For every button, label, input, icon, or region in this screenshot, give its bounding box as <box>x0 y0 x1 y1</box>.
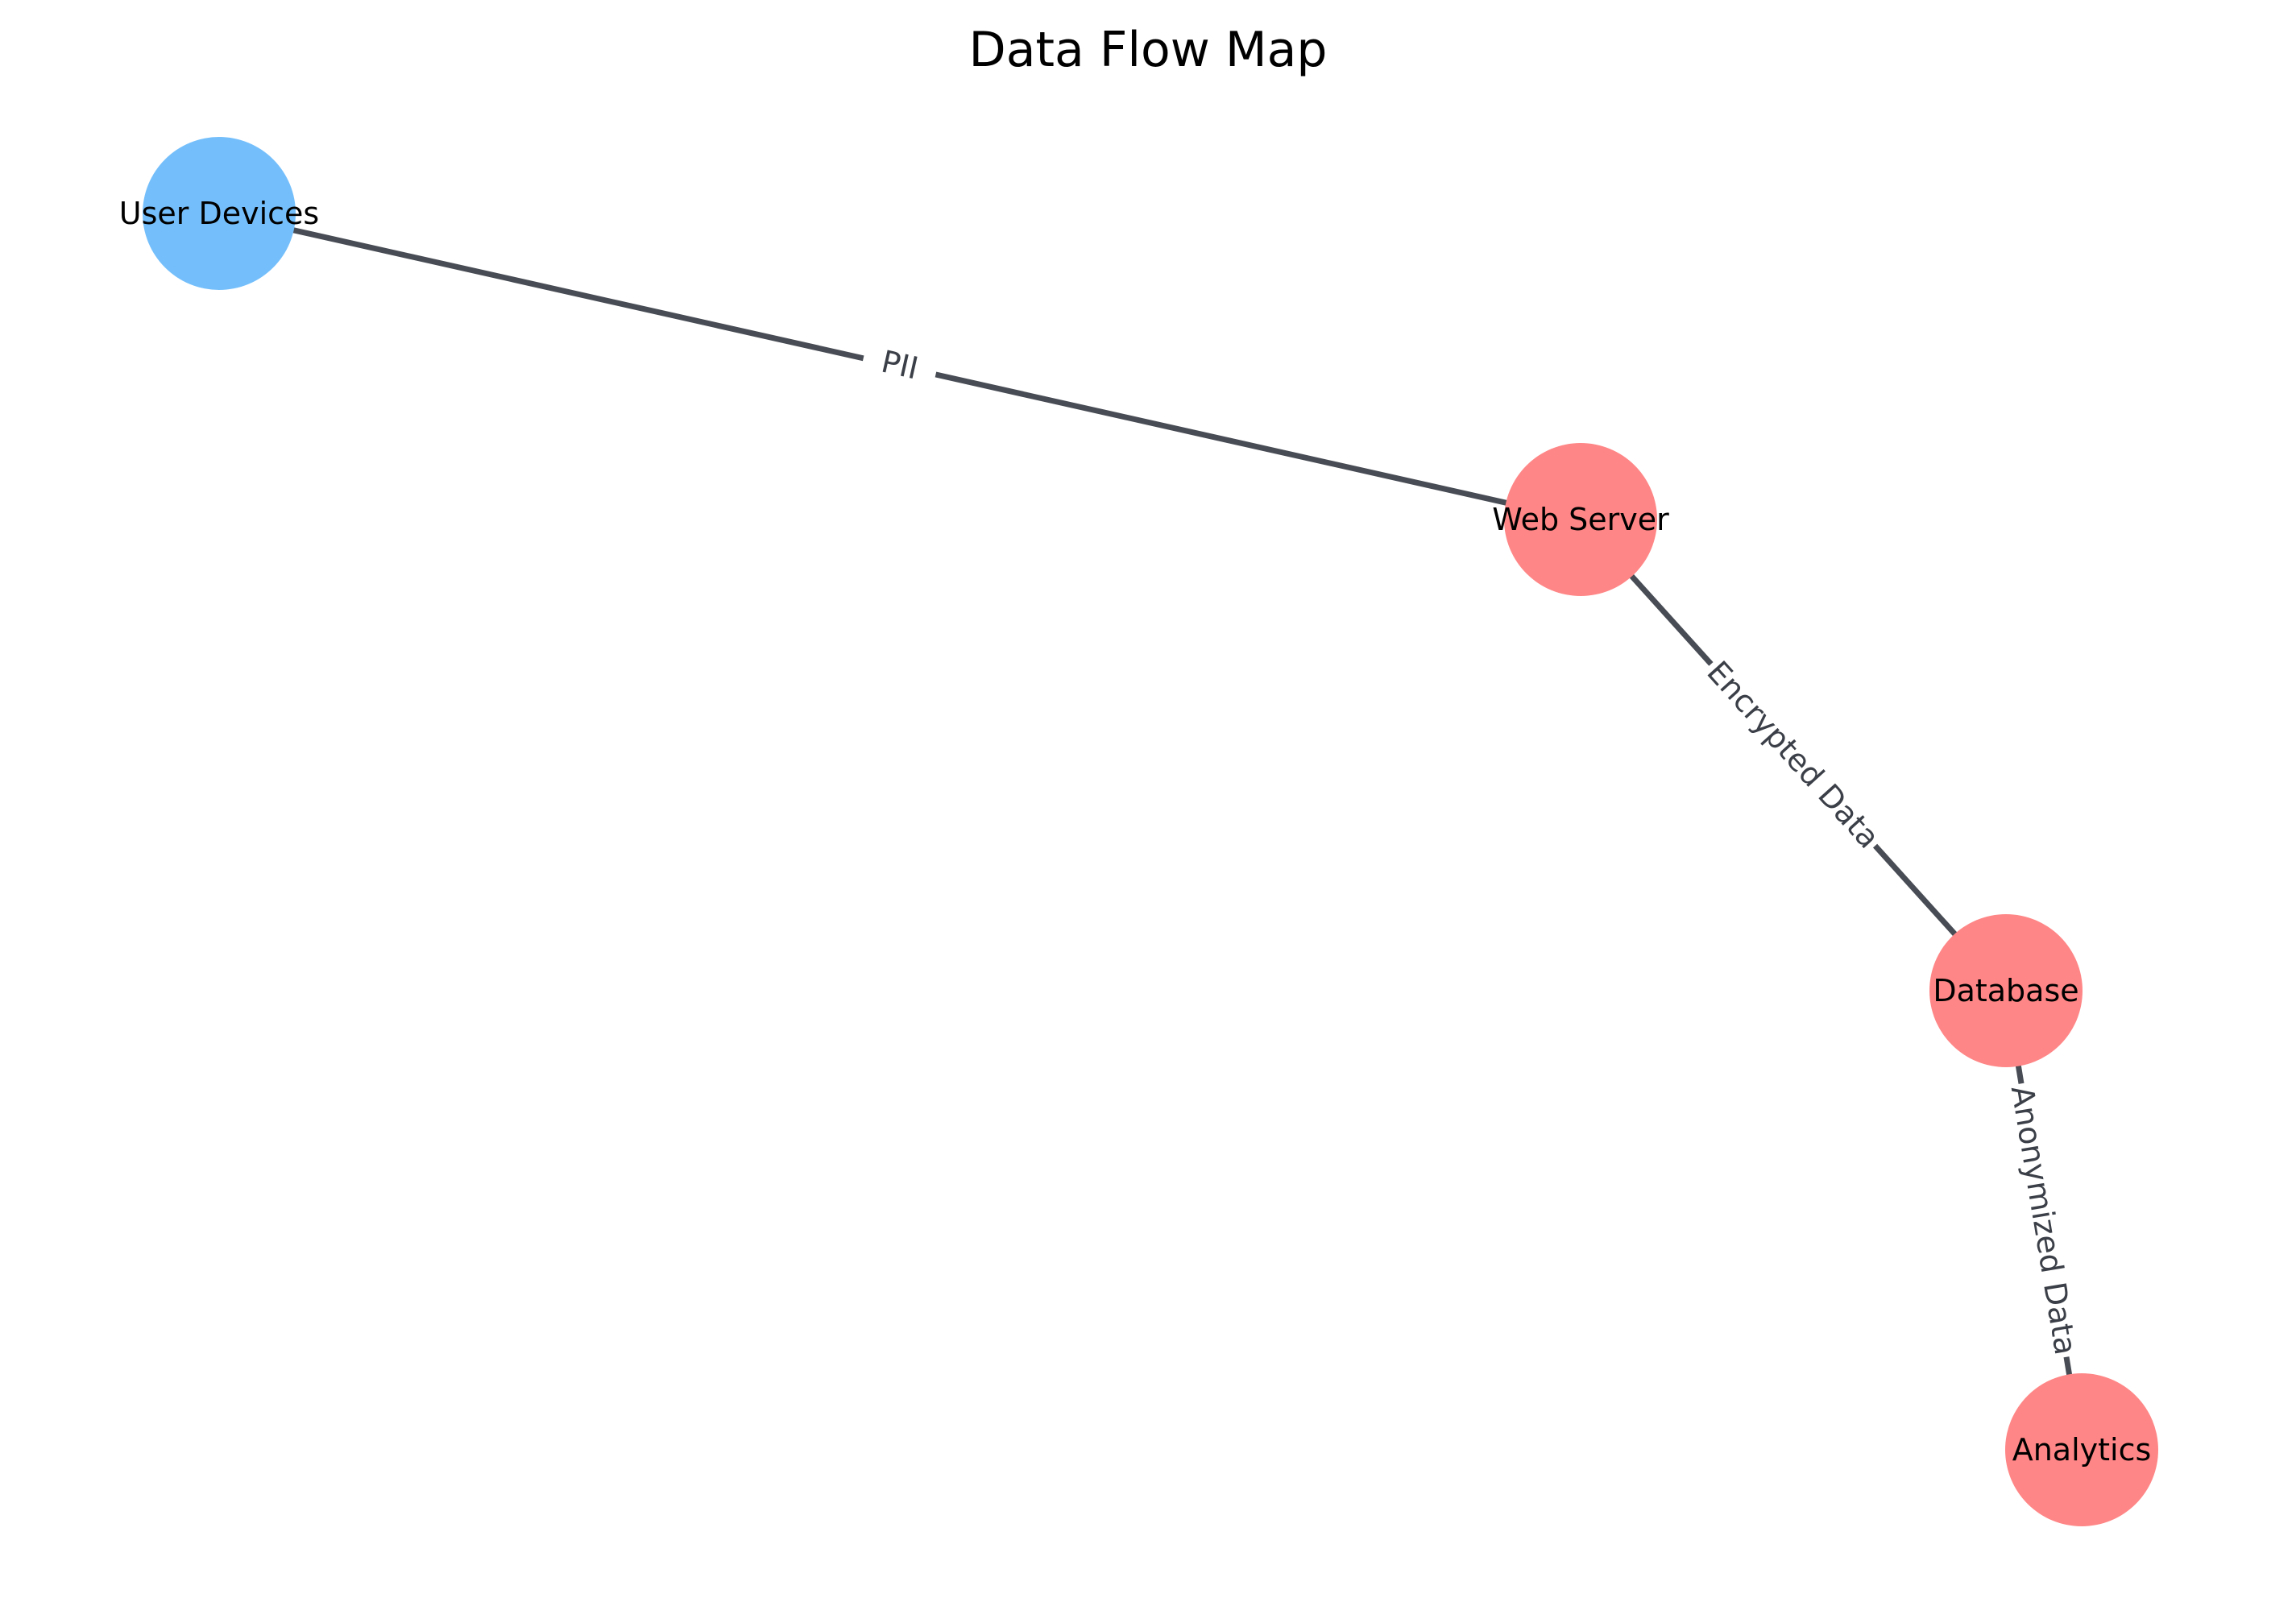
node-web-server[interactable]: Web Server <box>1492 443 1669 596</box>
node-circle-user-devices[interactable] <box>143 137 296 290</box>
node-label-web-server: Web Server <box>1492 502 1669 537</box>
node-database[interactable]: Database <box>1929 914 2083 1067</box>
node-label-user-devices: User Devices <box>119 196 319 231</box>
node-user-devices[interactable]: User Devices <box>119 137 319 290</box>
edge-label-background <box>1999 1079 2089 1361</box>
edge-user-devices-web-server: PII <box>216 210 1584 523</box>
node-circle-analytics[interactable] <box>2005 1373 2158 1526</box>
edge-label-background <box>1694 648 1892 861</box>
edge-label-pii: PII <box>878 344 922 387</box>
node-analytics[interactable]: Analytics <box>2005 1373 2158 1526</box>
node-label-analytics: Analytics <box>2012 1432 2152 1468</box>
node-circle-web-server[interactable] <box>1504 443 1657 596</box>
node-circle-database[interactable] <box>1929 914 2083 1067</box>
edge-label-background <box>858 334 942 395</box>
diagram-title: Data Flow Map <box>969 22 1328 78</box>
nodes-layer: User Devices Web Server Database Analyti… <box>119 137 2158 1526</box>
node-label-database: Database <box>1933 973 2078 1008</box>
